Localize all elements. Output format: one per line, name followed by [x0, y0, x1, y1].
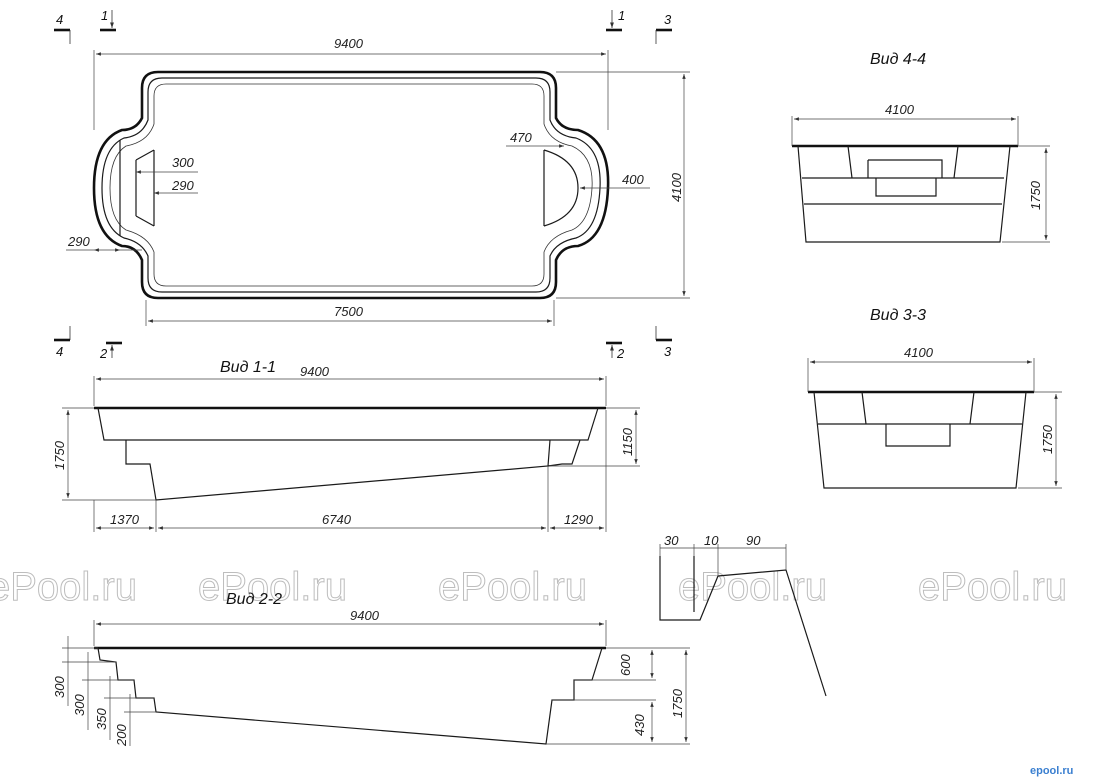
- svg-text:4100: 4100: [885, 102, 915, 117]
- svg-text:200: 200: [114, 724, 129, 747]
- watermark: ePool.ru: [438, 565, 587, 609]
- svg-text:6740: 6740: [322, 512, 352, 527]
- view-title: Вид 3-3: [870, 307, 926, 324]
- svg-text:300: 300: [72, 694, 87, 716]
- view-title: Вид 4-4: [870, 51, 926, 68]
- dimension-v44-width: 4100: [791, 102, 1019, 146]
- profile-dim-10: 10: [704, 533, 719, 548]
- watermark: ePool.ru: [678, 565, 827, 609]
- dimension-v11-depth: 1750: [52, 407, 156, 501]
- dimension-v33-width: 4100: [807, 345, 1035, 392]
- dimension-plan-right-400: 400: [580, 172, 650, 190]
- step-left: [119, 140, 155, 236]
- svg-text:4100: 4100: [904, 345, 934, 360]
- view-title: Вид 2-2: [226, 591, 282, 608]
- dimension-plan-width: 4100: [556, 71, 690, 299]
- section-outline: [97, 647, 603, 745]
- section-mark-4-top: 4: [54, 12, 71, 44]
- epool-logo[interactable]: epool.ru: [1030, 765, 1073, 777]
- svg-text:1: 1: [101, 8, 108, 23]
- svg-text:430: 430: [632, 714, 647, 736]
- svg-text:1370: 1370: [110, 512, 140, 527]
- dimension-plan-right-470: 470: [506, 130, 564, 148]
- watermark: ePool.ru: [0, 565, 137, 609]
- plan-view: 1 1 4 3 4 3 2 2: [54, 8, 690, 361]
- section-mark-1-top: 1: [100, 8, 116, 32]
- svg-text:4100: 4100: [669, 172, 684, 202]
- svg-text:400: 400: [622, 172, 644, 187]
- view-4-4: Вид 4-4 4100 1750: [791, 51, 1050, 243]
- section-mark-3-bottom: 3: [655, 326, 672, 359]
- dimension-v11-segments: 1370 6740 1290: [93, 410, 607, 532]
- svg-text:470: 470: [510, 130, 532, 145]
- dimension-plan-left-300: 300: [136, 155, 198, 174]
- svg-text:600: 600: [618, 654, 633, 676]
- dimension-plan-length: 9400: [93, 36, 609, 130]
- svg-text:3: 3: [664, 12, 672, 27]
- dimension-v22-length: 9400: [93, 608, 607, 646]
- section-mark-2-left: 2: [99, 341, 122, 361]
- svg-text:2: 2: [616, 346, 625, 361]
- svg-text:300: 300: [172, 155, 194, 170]
- rim-profile-detail: 30 10 90: [659, 533, 827, 697]
- watermark: ePool.ru: [198, 565, 347, 609]
- pool-inner-outline-2: [109, 83, 593, 287]
- dimension-v33-depth: 1750: [1018, 391, 1062, 489]
- svg-text:9400: 9400: [334, 36, 364, 51]
- view-title: Вид 1-1: [220, 359, 276, 376]
- dimension-plan-inner-length: 7500: [145, 300, 555, 326]
- pool-outer-outline: [92, 70, 610, 300]
- profile-dim-90: 90: [746, 533, 761, 548]
- svg-text:1750: 1750: [1028, 180, 1043, 210]
- svg-text:1750: 1750: [670, 688, 685, 718]
- section-mark-1-top-right: 1: [606, 8, 625, 32]
- section-outline: [813, 391, 1027, 489]
- svg-text:350: 350: [94, 708, 109, 730]
- svg-text:290: 290: [171, 178, 194, 193]
- dimension-v11-length: 9400: [93, 364, 607, 406]
- svg-text:1150: 1150: [620, 427, 635, 456]
- view-2-2: Вид 2-2 9400 300 300 350 200 600 430 175: [52, 591, 690, 747]
- view-1-1: Вид 1-1 9400 1750 1150 1370 6740 1290: [52, 359, 640, 532]
- svg-text:3: 3: [664, 344, 672, 359]
- profile-dim-30: 30: [664, 533, 679, 548]
- svg-text:4: 4: [56, 344, 63, 359]
- svg-text:9400: 9400: [300, 364, 330, 379]
- pool-inner-outline: [101, 77, 601, 293]
- dimension-plan-left-290: 290: [154, 178, 198, 195]
- svg-text:7500: 7500: [334, 304, 364, 319]
- dimension-v22-left-steps: 300 300 350 200: [52, 636, 156, 747]
- svg-text:1: 1: [618, 8, 625, 23]
- section-outline: [97, 407, 599, 501]
- svg-text:300: 300: [52, 676, 67, 698]
- watermark-row: ePool.ru ePool.ru ePool.ru ePool.ru ePoo…: [0, 565, 1067, 610]
- dimension-v44-depth: 1750: [1002, 145, 1050, 243]
- view-3-3: Вид 3-3 4100 1750: [807, 307, 1062, 489]
- section-mark-3-top: 3: [655, 12, 672, 44]
- svg-text:9400: 9400: [350, 608, 380, 623]
- svg-text:1750: 1750: [52, 440, 67, 470]
- step-right: [543, 149, 579, 227]
- profile-outline: [659, 556, 827, 697]
- section-mark-2-right: 2: [606, 341, 625, 361]
- section-mark-4-bottom: 4: [54, 326, 71, 359]
- svg-text:290: 290: [67, 234, 90, 249]
- section-outline: [797, 145, 1011, 243]
- svg-text:2: 2: [99, 346, 108, 361]
- watermark: ePool.ru: [918, 565, 1067, 609]
- dimension-v22-right: 600 430 1750: [546, 647, 690, 745]
- dimension-v11-shallow: 1150: [550, 407, 640, 467]
- svg-text:1290: 1290: [564, 512, 594, 527]
- svg-text:4: 4: [56, 12, 63, 27]
- svg-text:1750: 1750: [1040, 424, 1055, 454]
- dimension-plan-left-290b: 290: [66, 234, 142, 252]
